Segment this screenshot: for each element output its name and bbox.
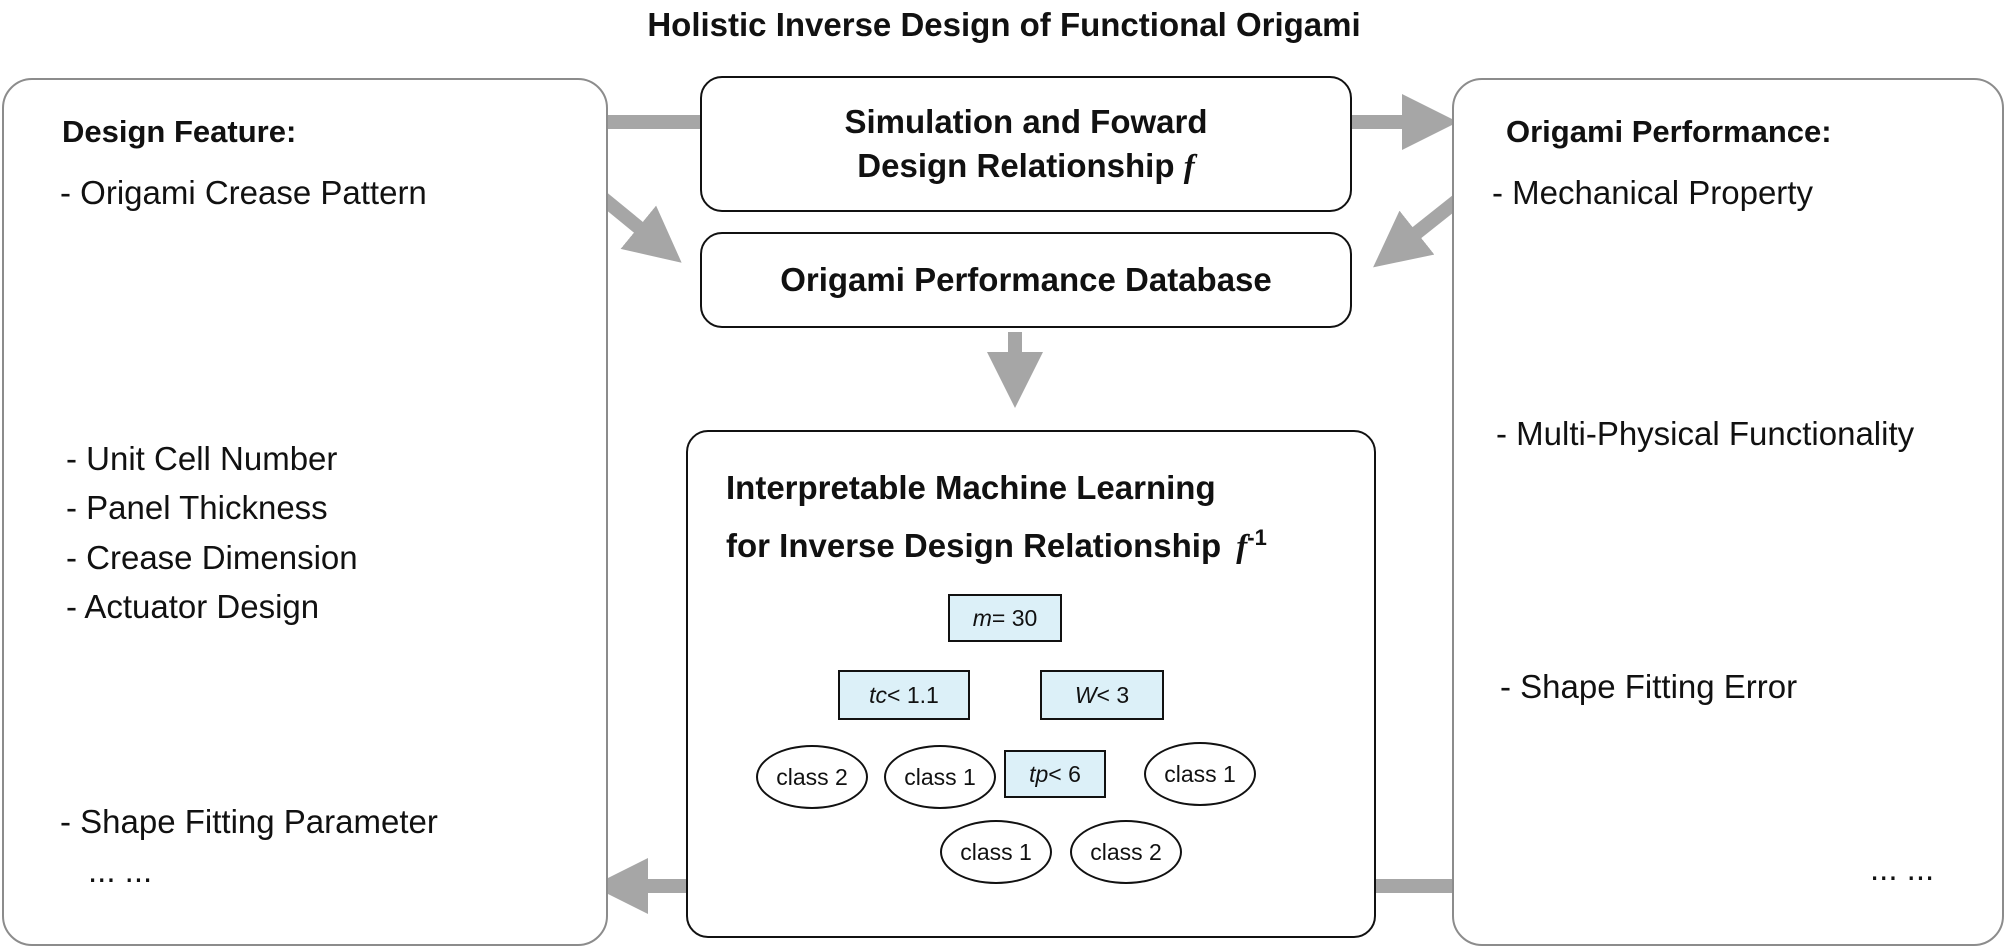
ml-exponent: -1 xyxy=(1247,525,1267,550)
tree-node-right-left: tp < 6 xyxy=(1004,750,1106,798)
item-actuator-design: - Actuator Design xyxy=(66,588,320,625)
origami-performance-panel xyxy=(1452,78,2004,946)
tree-leaf-lr: class 1 xyxy=(884,745,996,809)
simulation-line2: Design Relationship xyxy=(857,146,1175,184)
figure-title: Holistic Inverse Design of Functional Or… xyxy=(647,6,1361,43)
tree-leaf-rr: class 1 xyxy=(1144,742,1256,806)
simulation-symbol: f xyxy=(1183,148,1195,185)
tree-right-left-var: tp xyxy=(1029,760,1049,787)
tree-left-cond: < 1.1 xyxy=(887,681,939,708)
design-feature-heading: Design Feature: xyxy=(62,114,297,149)
tree-root-cond: = 30 xyxy=(991,604,1038,631)
item-panel-thickness: - Panel Thickness xyxy=(66,489,328,526)
tree-leaf-rll: class 1 xyxy=(940,820,1052,884)
tree-node-left: tc < 1.1 xyxy=(838,670,970,720)
ml-line1: Interpretable Machine Learning xyxy=(726,469,1216,506)
item-unit-cell-number: - Unit Cell Number xyxy=(66,440,338,477)
origami-performance-heading: Origami Performance: xyxy=(1506,114,1832,149)
tree-node-root: m = 30 xyxy=(948,594,1062,642)
item-crease-dimension: - Crease Dimension xyxy=(66,539,358,576)
ml-symbol: f xyxy=(1236,529,1248,565)
simulation-box: Simulation and Foward Design Relationshi… xyxy=(700,76,1352,212)
ml-line2: for Inverse Design Relationship xyxy=(726,527,1222,564)
tree-leaf-ll: class 2 xyxy=(756,745,868,809)
right-ellipsis: ... ... xyxy=(1870,850,1935,887)
ml-title: Interpretable Machine Learning for Inver… xyxy=(726,463,1267,572)
item-mechanical-property: - Mechanical Property xyxy=(1492,174,1813,211)
item-shape-fitting-error: - Shape Fitting Error xyxy=(1500,668,1798,705)
tree-right-left-cond: < 6 xyxy=(1048,760,1081,787)
database-box: Origami Performance Database xyxy=(700,232,1352,328)
tree-node-right: W < 3 xyxy=(1040,670,1164,720)
tree-left-var: tc xyxy=(869,681,888,708)
item-crease-pattern: - Origami Crease Pattern xyxy=(60,174,427,211)
tree-leaf-rlr: class 2 xyxy=(1070,820,1182,884)
simulation-line1: Simulation and Foward xyxy=(844,102,1208,140)
left-ellipsis: ... ... xyxy=(88,852,153,889)
design-feature-panel xyxy=(2,78,608,946)
tree-root-var: m xyxy=(972,604,992,631)
item-multi-physical: - Multi-Physical Functionality xyxy=(1496,415,1915,452)
item-shape-fitting-parameter: - Shape Fitting Parameter xyxy=(60,803,438,840)
tree-right-cond: < 3 xyxy=(1096,681,1130,708)
tree-right-var: W xyxy=(1074,681,1097,708)
